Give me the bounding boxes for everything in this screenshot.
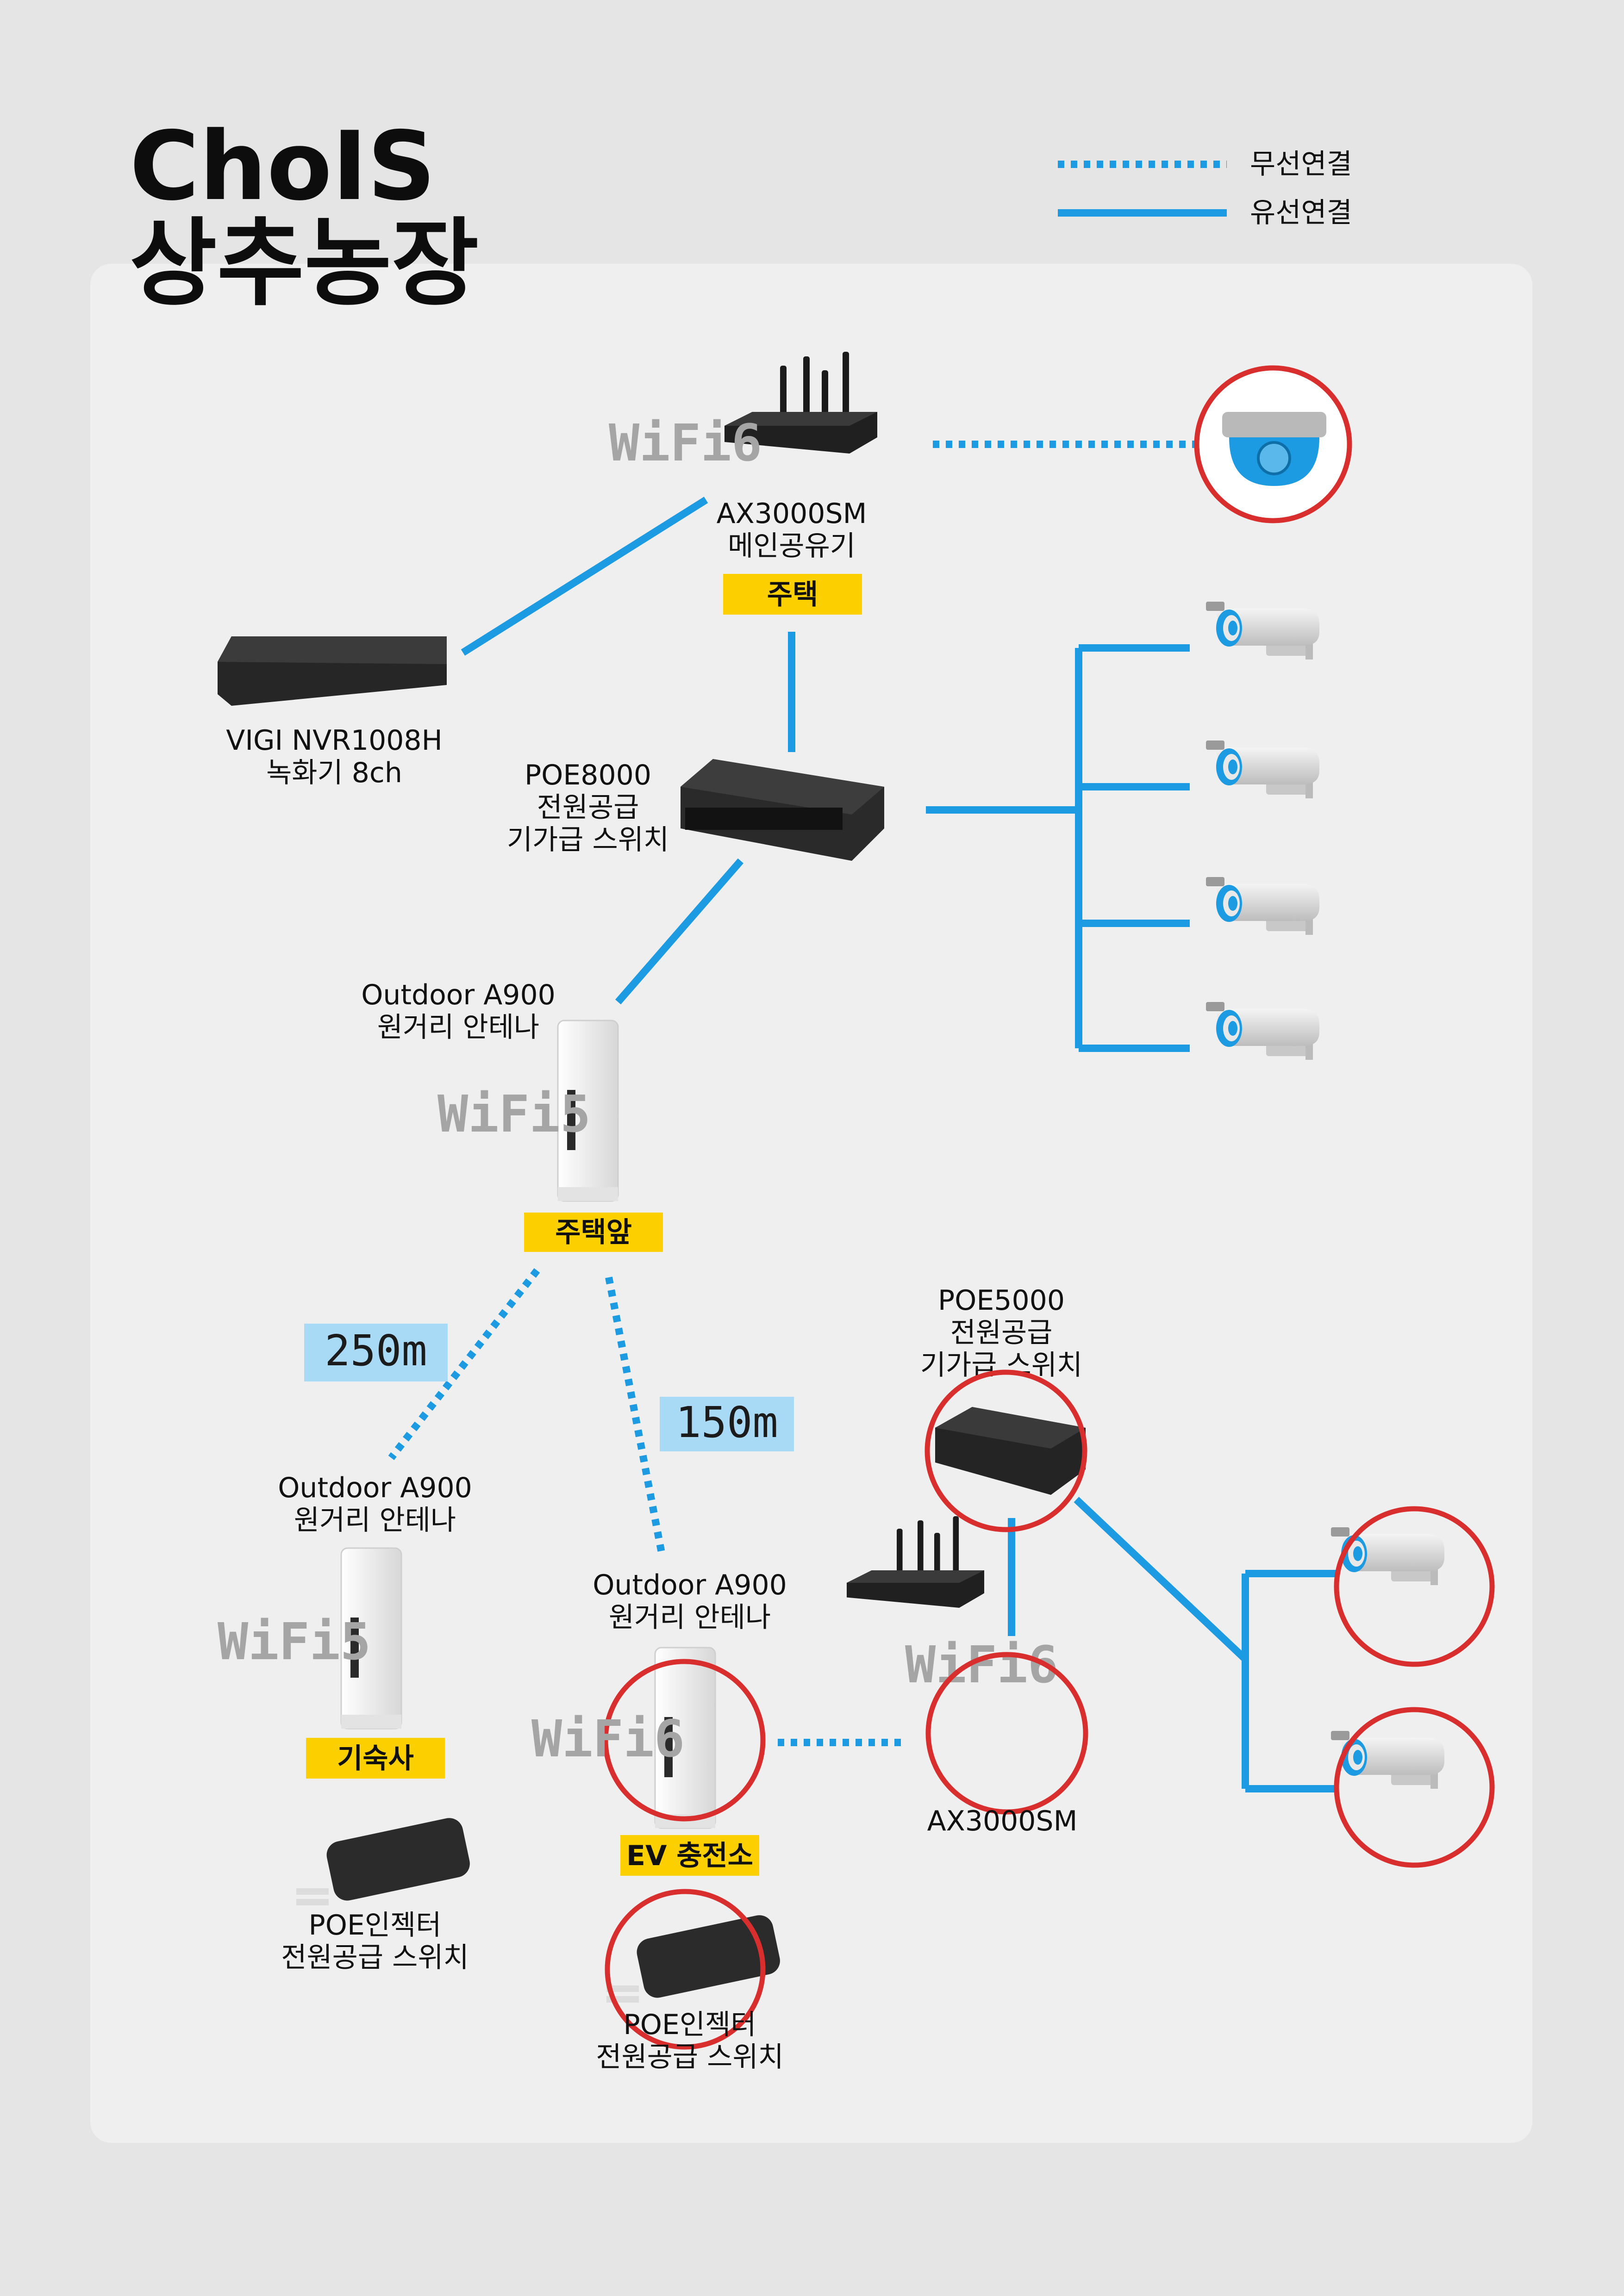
- distance-label-left: 250m: [325, 1326, 427, 1375]
- location-tag: [524, 1213, 663, 1252]
- dome-camera: [1194, 365, 1352, 523]
- distance-box: [660, 1397, 794, 1451]
- nvr-role: 녹화기 8ch: [266, 757, 402, 789]
- poe5000-model: POE5000: [938, 1284, 1065, 1317]
- page-title: ChoIS: [130, 112, 436, 222]
- bullet-camera-highlighted: [1331, 1506, 1495, 1868]
- antenna-front-role: 원거리 안테나: [377, 1011, 539, 1044]
- wifi6-badge: WiFi6: [609, 413, 762, 473]
- poe8000-model: POE8000: [525, 759, 651, 791]
- location-tag: [723, 574, 862, 615]
- location-tag: [620, 1835, 759, 1876]
- wifi-front-dorm: [388, 1268, 540, 1460]
- wifi6-badge: WiFi6: [905, 1635, 1058, 1694]
- injector-ev-model: POE인젝터: [624, 2009, 756, 2041]
- poe5000-line3: 기가급 스위치: [920, 1349, 1082, 1381]
- legend-wireless-label: 무선연결: [1250, 148, 1352, 180]
- location-tag-label: 주택앞: [555, 1216, 632, 1249]
- highlight-circle: [603, 1659, 766, 1822]
- wireless-links: [388, 441, 1194, 1746]
- antenna-front: Outdoor A900 원거리 안테나 WiFi5 주택앞: [361, 979, 663, 1252]
- distance-label-right: 150m: [675, 1398, 778, 1447]
- antenna-dorm-role: 원거리 안테나: [294, 1504, 456, 1537]
- antenna-ev-role: 원거리 안테나: [609, 1601, 771, 1634]
- legend: 무선연결 유선연결: [1058, 148, 1352, 229]
- link-poe5000-camera-bus: [1242, 1570, 1338, 1792]
- router-role: 메인공유기: [728, 530, 856, 562]
- highlight-circle: [1334, 1506, 1495, 1667]
- location-tag-label: 주택: [767, 579, 818, 611]
- highlight-circle: [1334, 1707, 1495, 1868]
- link-poe8000-cameras: [926, 644, 1190, 1052]
- injector-dorm-model: POE인젝터: [309, 1909, 442, 1941]
- highlight-circle: [925, 1652, 1088, 1815]
- router-2: WiFi6 AX3000SM: [847, 1516, 1088, 1837]
- antenna-ev-model: Outdoor A900: [593, 1569, 787, 1601]
- nvr: VIGI NVR1008H 녹화기 8ch: [218, 636, 447, 789]
- location-tag-label: EV 충전소: [626, 1840, 753, 1872]
- camera-lens-icon: [1257, 441, 1291, 475]
- injector-ev-role: 전원공급 스위치: [596, 2041, 783, 2073]
- page-subtitle: 상추농장: [130, 209, 479, 319]
- distance-box: [304, 1324, 448, 1381]
- main-router: WiFi6 AX3000SM 메인공유기 주택: [609, 352, 877, 615]
- link-router-nvr: [461, 497, 708, 656]
- location-tag: [306, 1738, 445, 1779]
- router2-model: AX3000SM: [927, 1805, 1078, 1837]
- link-poe5000-cameras: [1074, 1497, 1248, 1662]
- antenna-dorm: Outdoor A900 원거리 안테나 WiFi5 기숙사 POE인젝터 전원…: [218, 1472, 473, 1974]
- router-model: AX3000SM: [717, 498, 867, 530]
- poe5000-line2: 전원공급: [950, 1317, 1053, 1349]
- poe8000-line3: 기가급 스위치: [507, 824, 669, 856]
- injector-dorm-role: 전원공급 스위치: [281, 1941, 468, 1974]
- highlight-circle: [605, 1889, 766, 2050]
- wifi5-badge: WiFi5: [218, 1612, 371, 1671]
- nvr-model: VIGI NVR1008H: [226, 724, 442, 757]
- location-tag-label: 기숙사: [337, 1742, 414, 1775]
- link-poe8000-antenna: [615, 858, 744, 1005]
- antenna-front-model: Outdoor A900: [361, 979, 556, 1011]
- poe8000-switch: POE8000 전원공급 기가급 스위치: [507, 759, 884, 861]
- wifi-front-ev: [605, 1276, 666, 1556]
- wifi6-badge: WiFi6: [531, 1709, 685, 1768]
- highlight-circle: [924, 1369, 1087, 1532]
- wifi5-badge: WiFi5: [437, 1084, 591, 1144]
- poe5000-switch: POE5000 전원공급 기가급 스위치: [920, 1284, 1087, 1532]
- wired-links: [461, 497, 1338, 1792]
- legend-wired-label: 유선연결: [1250, 197, 1352, 229]
- poe8000-line2: 전원공급: [537, 791, 639, 824]
- diagram-panel: [90, 264, 1532, 2143]
- antenna-ev: Outdoor A900 원거리 안테나 WiFi6 EV 충전소 POE인젝터…: [531, 1569, 787, 2073]
- antenna-dorm-model: Outdoor A900: [278, 1472, 472, 1504]
